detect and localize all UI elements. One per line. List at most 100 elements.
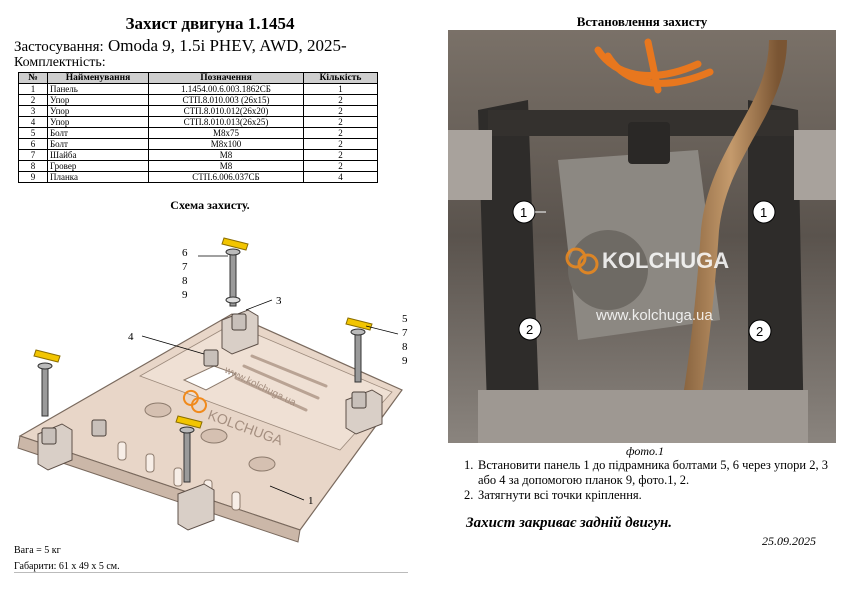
row-designation: М8 — [148, 149, 304, 161]
col-number: № — [18, 72, 48, 84]
callout-8-right: 8 — [402, 341, 408, 353]
row-designation: СТП.6.006.037СБ — [148, 171, 304, 183]
row-quantity: 2 — [303, 105, 378, 117]
svg-text:2: 2 — [526, 322, 533, 337]
row-number: 8 — [18, 160, 48, 172]
callout-9: 9 — [182, 289, 188, 301]
protection-schema-diagram: www.kolchuga.ua KOLCHUGA — [17, 237, 408, 543]
row-number: 3 — [18, 105, 48, 117]
application-label: Застосування: — [14, 39, 104, 55]
kit-label: Комплектність: — [14, 55, 106, 70]
row-name: Упор — [47, 94, 149, 106]
row-number: 6 — [18, 138, 48, 150]
callout-8: 8 — [182, 275, 188, 287]
bolt-right — [350, 328, 366, 383]
footer-divider — [14, 572, 408, 573]
row-number: 4 — [18, 116, 48, 128]
row-number: 1 — [18, 83, 48, 95]
subframe-left — [478, 100, 540, 440]
svg-text:2: 2 — [756, 324, 763, 339]
row-quantity: 2 — [303, 127, 378, 139]
subframe-right — [748, 100, 804, 440]
row-name: Болт — [47, 138, 149, 150]
callout-7-right: 7 — [402, 327, 408, 339]
leader-lines — [141, 255, 399, 501]
planks — [33, 237, 373, 429]
plank-left — [33, 349, 61, 363]
schema-title: Схема захисту. — [170, 198, 250, 212]
row-designation: М8 — [148, 160, 304, 172]
spacer-top — [231, 313, 247, 331]
plank-front — [175, 415, 203, 429]
row-name: Планка — [47, 171, 149, 183]
bracket-front — [177, 483, 215, 531]
rear-bumper-area — [478, 390, 808, 443]
row-name: Болт — [47, 127, 149, 139]
photo-marker-2-right: 2 — [748, 319, 772, 343]
table-header-row: № Найменування Позначення Кількість — [18, 72, 378, 84]
spacer-center — [203, 349, 219, 367]
coverage-note: Захист закриває задній двигун. — [466, 515, 673, 531]
photo-watermark: KOLCHUGA www.kolchuga.ua — [565, 247, 729, 324]
spacers — [41, 313, 367, 445]
callout-7: 7 — [182, 261, 188, 273]
installation-photo: KOLCHUGA www.kolchuga.ua 1 1 2 2 — [448, 30, 836, 443]
motor-mount — [628, 122, 670, 164]
row-designation: М8x75 — [148, 127, 304, 139]
photo-marker-1-right: 1 — [752, 200, 776, 224]
step-item: 1. Встановити панель 1 до підрамника бол… — [464, 458, 836, 488]
step-text: Встановити панель 1 до підрамника болтам… — [478, 458, 828, 487]
row-quantity: 1 — [303, 83, 378, 95]
row-designation: СТП.8.010.013(26x25) — [148, 116, 304, 128]
left-suspension — [448, 130, 492, 200]
callout-9-right: 9 — [402, 355, 408, 367]
row-number: 7 — [18, 149, 48, 161]
photo-watermark-url: www.kolchuga.ua — [595, 307, 713, 324]
row-quantity: 2 — [303, 94, 378, 106]
bolt-top — [225, 248, 241, 307]
application-line: Застосування: Omoda 9, 1.5i PHEV, AWD, 2… — [14, 36, 347, 56]
photo-watermark-brand: KOLCHUGA — [602, 248, 729, 273]
panel-cutout — [182, 365, 238, 391]
row-name: Гровер — [47, 160, 149, 172]
row-quantity: 2 — [303, 149, 378, 161]
bolt-front — [179, 426, 195, 483]
row-number: 5 — [18, 127, 48, 139]
row-designation: СТП.8.010.012(26x20) — [148, 105, 304, 117]
panel-holes — [144, 402, 276, 472]
spacer-right — [351, 391, 367, 409]
callout-5-right: 5 — [402, 313, 408, 325]
document-title: Захист двигуна 1.1454 — [125, 14, 295, 33]
row-quantity: 2 — [303, 138, 378, 150]
bolt-left — [37, 362, 53, 417]
step-number: 1. — [464, 458, 474, 472]
document-date: 25.09.2025 — [762, 534, 816, 548]
installation-steps: 1. Встановити панель 1 до підрамника бол… — [464, 458, 836, 503]
col-quantity: Кількість — [303, 72, 378, 84]
row-name: Панель — [47, 83, 149, 95]
bracket-top — [221, 309, 259, 355]
step-text: Затягнути всі точки кріплення. — [478, 488, 642, 502]
row-designation: 1.1454.00.6.003.1862СБ — [148, 83, 304, 95]
col-designation: Позначення — [148, 72, 304, 84]
installation-title: Встановлення захисту — [576, 14, 708, 29]
plank-top — [221, 237, 249, 251]
col-name: Найменування — [47, 72, 149, 84]
photo-marker-1-left: 1 — [512, 200, 546, 224]
panel-raised-section — [139, 323, 393, 451]
right-suspension — [794, 130, 836, 200]
application-value: Omoda 9, 1.5i PHEV, AWD, 2025- — [107, 36, 347, 55]
callout-6: 6 — [182, 247, 188, 259]
orange-hv-cables — [594, 38, 714, 94]
weight-spec: Вага = 5 кг — [14, 545, 61, 556]
exhaust-pipe — [675, 39, 787, 443]
row-quantity: 2 — [303, 116, 378, 128]
plank-right — [345, 317, 373, 331]
row-quantity: 4 — [303, 171, 378, 183]
